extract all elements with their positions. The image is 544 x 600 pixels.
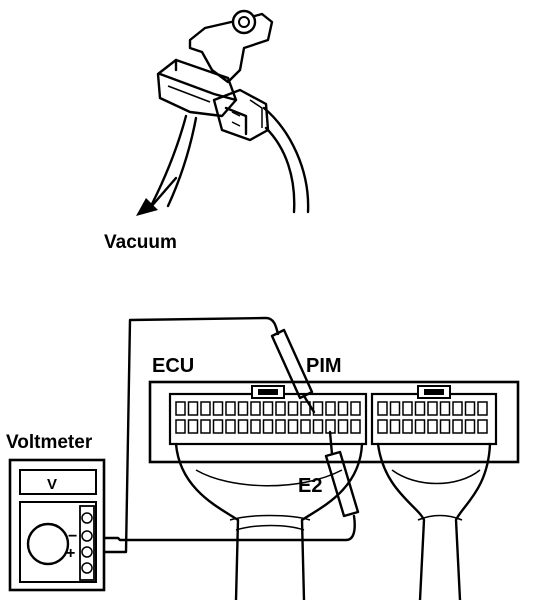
connector-pin [377,419,388,434]
connector-pin [287,419,299,434]
connector-pin [337,419,349,434]
connector-pin [200,401,211,416]
connector-pin [439,419,451,434]
voltmeter-display [19,469,97,495]
connector-pin [389,401,401,416]
connector-pin [464,401,476,416]
vacuum-label: Vacuum [104,232,177,253]
connector-pin [225,419,236,434]
connector-b-pins [377,401,488,434]
connector-pin [414,401,426,416]
connector-pin [175,419,186,434]
connector-pin [262,401,274,416]
connector-pin [200,419,211,434]
connector-pin [237,419,249,434]
connector-pin [300,401,311,416]
connector-pin [452,419,463,434]
connector-pin [337,401,349,416]
connector-pin [275,419,286,434]
plus-terminal-icon [81,546,93,558]
connector-pin [212,419,224,434]
vacuum-sensor [136,9,310,216]
connector-pin [187,419,199,434]
voltmeter-label: Voltmeter [6,432,93,453]
connector-pin [250,401,261,416]
terminal-jack-icon [81,562,93,574]
connector-pin [402,401,413,416]
minus-sign: − [68,528,77,545]
terminal-jack-icon [81,512,93,524]
connector-pin [237,401,249,416]
connector-pin [377,401,388,416]
e2-terminal-label: E2 [298,475,322,497]
connector-pin [439,401,451,416]
minus-terminal-icon [81,530,93,542]
pim-terminal-label: PIM [306,355,342,377]
voltmeter-unit: V [47,476,57,493]
connector-a-pins [175,401,361,434]
connector-pin [414,419,426,434]
connector-pin [477,419,488,434]
plus-sign: + [66,545,75,562]
connector-pin [427,419,438,434]
connector-pin [300,419,311,434]
voltmeter [8,458,106,592]
connector-pin [350,401,361,416]
connector-pin [312,401,324,416]
vacuum-arrow-icon [136,176,178,216]
connector-pin [350,419,361,434]
connector-pin [427,401,438,416]
connector-pin [389,419,401,434]
test-leads [102,316,356,554]
probe-pim [270,328,316,414]
connector-pin [325,401,336,416]
connector-pin [402,419,413,434]
ecu-label: ECU [152,355,194,377]
connector-pin [262,419,274,434]
connector-pin [452,401,463,416]
connector-pin [212,401,224,416]
connector-pin [250,419,261,434]
probe-e2 [324,430,360,518]
connector-pin [464,419,476,434]
ecu-unit [148,380,520,600]
connector-pin [312,419,324,434]
connector-pin [225,401,236,416]
connector-pin [187,401,199,416]
connector-pin [175,401,186,416]
selector-dial-icon [26,522,70,566]
connector-pin [287,401,299,416]
connector-pin [275,401,286,416]
connector-pin [477,401,488,416]
